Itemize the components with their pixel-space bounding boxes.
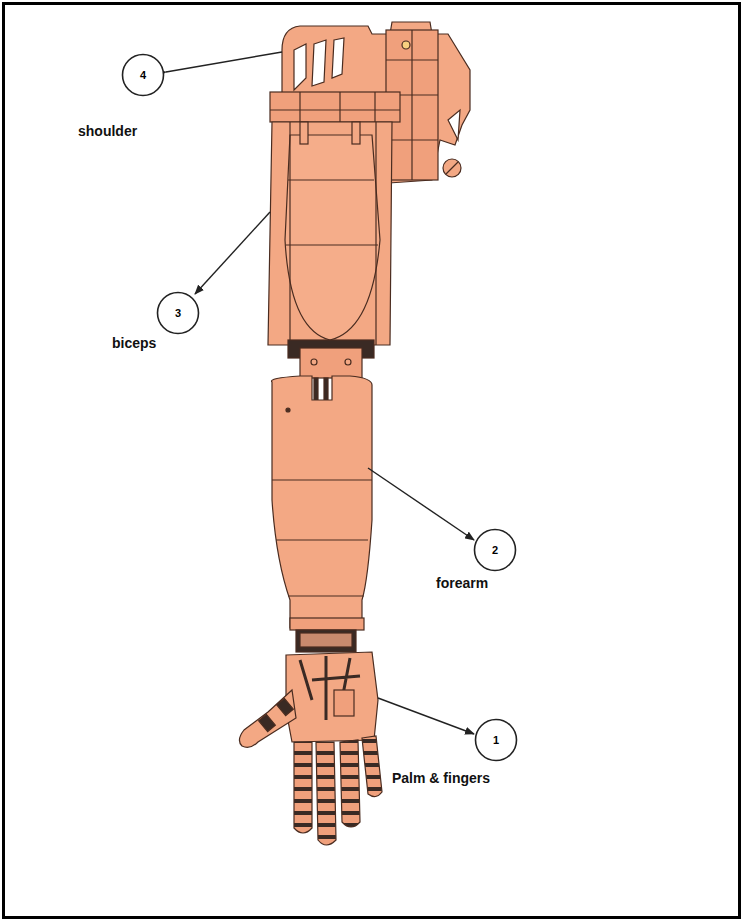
callout-circle: 1Palm & fingers <box>474 718 518 762</box>
callout-circle: 2forearm <box>473 528 517 572</box>
part-label: biceps <box>112 335 156 351</box>
leader-line <box>368 468 474 540</box>
part-label: forearm <box>436 575 488 591</box>
callout-number: 3 <box>156 291 200 335</box>
leader-line <box>166 52 282 72</box>
callout-number: 2 <box>473 528 517 572</box>
callout-circle: 4shoulder <box>121 53 165 97</box>
part-label: Palm & fingers <box>392 770 490 786</box>
callout-number: 1 <box>474 718 518 762</box>
callout-number: 4 <box>121 53 165 97</box>
callout-circle: 3biceps <box>156 291 200 335</box>
leader-line <box>378 698 474 734</box>
part-label: shoulder <box>78 123 137 139</box>
leader-line <box>195 212 270 294</box>
